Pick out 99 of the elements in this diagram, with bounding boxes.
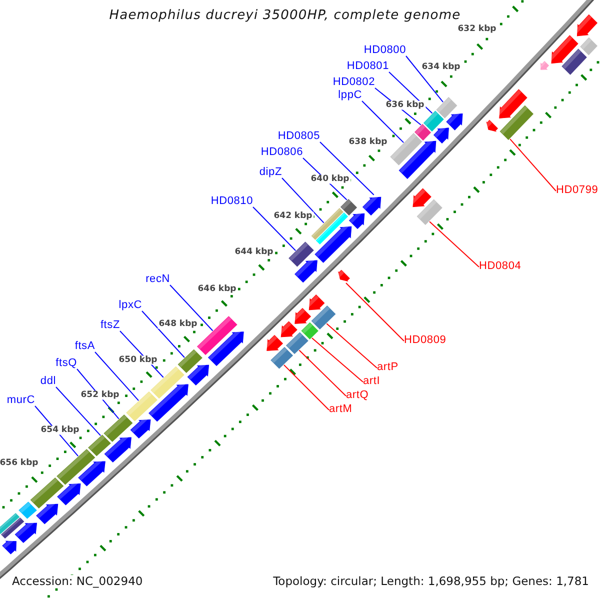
gene-label: ftsA — [74, 341, 95, 352]
gene-feature — [310, 304, 337, 330]
gene-feature — [129, 417, 152, 440]
gene-label: recN — [146, 274, 170, 285]
position-label: 638 kbp — [348, 138, 388, 146]
position-label: 654 kbp — [40, 426, 80, 434]
gene-label: artM — [329, 404, 352, 415]
gene-feature — [150, 365, 186, 400]
map-title: Haemophilus ducreyi 35000HP, complete genome — [108, 9, 462, 22]
gene-label: murC — [6, 395, 35, 406]
gene-label: HD0809 — [404, 335, 446, 346]
position-label: 656 kbp — [0, 458, 40, 468]
gene-feature — [310, 207, 344, 241]
position-label: 652 kbp — [80, 390, 120, 400]
gene-feature — [484, 118, 499, 133]
position-label: 642 kbp — [272, 212, 314, 220]
gene-feature — [270, 346, 294, 370]
position-label: 634 kbp — [420, 62, 462, 72]
leader-line — [142, 310, 185, 358]
gene-label: HD0810 — [210, 196, 253, 207]
gene-feature — [300, 321, 320, 340]
gene-feature — [77, 458, 106, 488]
gene-label: lpxC — [118, 300, 142, 311]
gene-feature — [314, 212, 349, 246]
gene-feature — [294, 258, 318, 284]
leader-line — [345, 282, 404, 342]
gene-label: HD0802 — [332, 77, 375, 88]
gene-label: artQ — [346, 390, 369, 401]
position-label: 640 kbp — [310, 174, 350, 184]
gene-feature — [445, 111, 464, 132]
gene-feature — [1, 538, 18, 556]
gene-feature — [102, 414, 134, 443]
gene-feature — [14, 520, 38, 544]
gene-feature — [336, 268, 351, 283]
gene-feature — [18, 500, 38, 520]
gene-label: lppC — [338, 90, 362, 101]
leader-line — [252, 206, 296, 252]
gene-feature — [538, 60, 550, 71]
leader-line — [429, 221, 480, 268]
gene-feature — [414, 123, 432, 142]
gene-feature — [432, 125, 450, 144]
gene-feature — [285, 331, 310, 355]
gene-feature — [314, 224, 352, 264]
leader-line — [326, 323, 378, 368]
map-info: Topology: circular; Length: 1,698,955 bp; Genes: 1,781 — [271, 574, 591, 588]
gene-feature — [87, 434, 112, 458]
gene-feature — [148, 382, 190, 423]
leader-line — [283, 364, 330, 410]
gene-feature — [362, 194, 382, 216]
gene-feature — [196, 315, 238, 356]
position-label: 636 kbp — [384, 100, 426, 110]
gene-label: HD0806 — [260, 147, 303, 158]
position-label: 632 kbp — [456, 24, 498, 34]
gene-feature — [103, 434, 132, 464]
gene-label: ddl — [40, 376, 56, 387]
leader-line — [298, 350, 346, 396]
gene-feature — [56, 481, 82, 506]
leader-line — [311, 337, 364, 382]
position-label: 650 kbp — [118, 356, 158, 364]
gene-feature — [125, 390, 158, 422]
gene-feature — [207, 329, 245, 367]
leader-line — [320, 142, 374, 196]
position-label: 648 kbp — [158, 320, 198, 328]
gene-feature — [56, 448, 96, 486]
gene-feature — [579, 36, 598, 56]
gene-feature — [186, 362, 210, 386]
gene-feature — [398, 138, 437, 180]
gene-label: HD0800 — [364, 45, 406, 56]
gene-feature — [498, 104, 534, 141]
gene-feature — [422, 110, 445, 132]
gene-feature — [340, 198, 358, 216]
gene-feature — [29, 476, 65, 510]
gene-label: HD0801 — [346, 61, 389, 72]
gene-feature — [435, 96, 458, 120]
gene-feature — [348, 211, 366, 230]
gene-feature — [389, 132, 424, 166]
map-info: Accession: NC_002940 — [10, 574, 145, 588]
gene-label: HD0805 — [278, 131, 320, 142]
gene-feature — [35, 501, 59, 526]
gene-label: dipZ — [259, 167, 282, 178]
leader-line — [510, 138, 556, 192]
gene-label: HD0804 — [479, 261, 522, 272]
position-label: 644 kbp — [234, 248, 274, 256]
position-label: 646 kbp — [196, 284, 238, 294]
gene-feature — [416, 198, 444, 226]
gene-label: artI — [363, 376, 380, 387]
leader-line — [56, 386, 102, 436]
leader-line — [388, 72, 433, 114]
gene-feature — [176, 348, 204, 374]
leader-line — [362, 100, 404, 144]
gene-label: artP — [377, 362, 398, 373]
gene-feature — [0, 516, 26, 540]
gene-label: HD0799 — [556, 185, 598, 196]
gene-feature — [288, 240, 315, 268]
gene-feature — [560, 48, 588, 76]
gene-label: ftsQ — [56, 358, 77, 369]
gene-feature — [0, 512, 21, 535]
leader-line — [406, 56, 444, 103]
gene-label: ftsZ — [100, 320, 120, 331]
